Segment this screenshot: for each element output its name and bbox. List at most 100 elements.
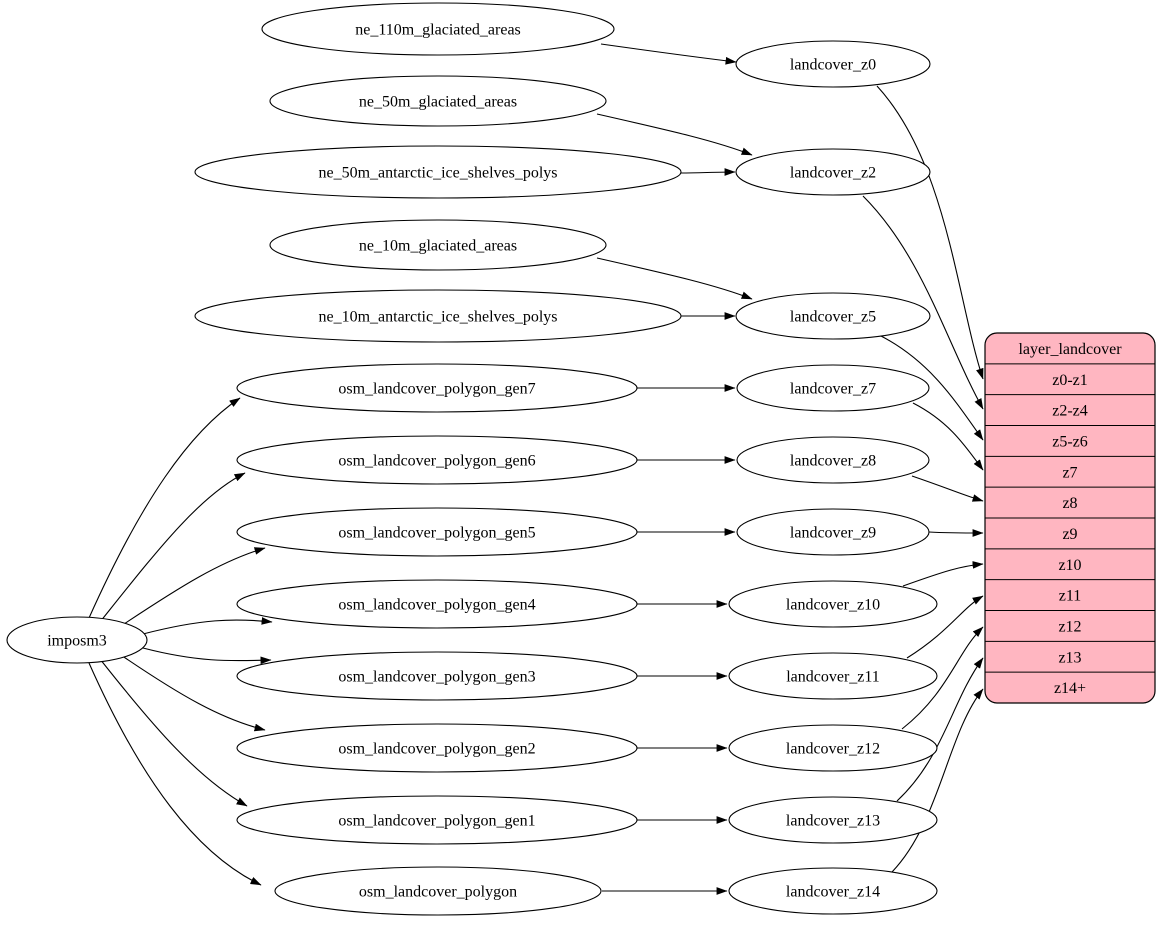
table-row-z12: z12 <box>1058 618 1081 635</box>
node-ellipse-landcover_z11 <box>728 652 938 700</box>
node-label-landcover_z12: landcover_z12 <box>786 741 880 758</box>
edge-imposm3-to-osm_landcover_polygon_gen3 <box>142 647 272 665</box>
node-label-osm_landcover_polygon: osm_landcover_polygon <box>359 884 517 901</box>
node-label-landcover_z8: landcover_z8 <box>790 453 876 470</box>
table-row-z9: z9 <box>1062 526 1077 543</box>
table-row-z7: z7 <box>1062 464 1077 481</box>
edge-landcover_z11-to-layer_landcover.z11 <box>906 595 984 659</box>
node-landcover_z10: landcover_z10 <box>728 580 938 628</box>
node-ne_110m_glaciated_areas: ne_110m_glaciated_areas <box>261 2 615 56</box>
node-osm_landcover_polygon_gen1: osm_landcover_polygon_gen1 <box>236 795 638 845</box>
edge-imposm3-to-osm_landcover_polygon_gen4 <box>142 617 273 635</box>
edge-imposm3-to-osm_landcover_polygon_gen5 <box>117 547 266 629</box>
node-landcover_z12: landcover_z12 <box>728 724 938 772</box>
node-label-osm_landcover_polygon_gen2: osm_landcover_polygon_gen2 <box>338 741 535 758</box>
node-label-ne_50m_glaciated_areas: ne_50m_glaciated_areas <box>359 94 517 111</box>
node-ellipse-osm_landcover_polygon_gen2 <box>236 723 638 773</box>
edge-ne_50m_glaciated_areas-to-landcover_z2 <box>596 113 753 156</box>
node-ellipse-osm_landcover_polygon_gen7 <box>236 363 638 413</box>
node-ellipse-landcover_z9 <box>736 508 930 556</box>
node-landcover_z14: landcover_z14 <box>728 867 938 915</box>
node-label-landcover_z13: landcover_z13 <box>786 813 880 830</box>
node-landcover_z13: landcover_z13 <box>728 796 938 844</box>
node-osm_landcover_polygon_gen4: osm_landcover_polygon_gen4 <box>236 579 638 629</box>
node-ellipse-ne_110m_glaciated_areas <box>261 2 615 56</box>
node-ellipse-landcover_z2 <box>735 148 931 196</box>
node-ellipse-osm_landcover_polygon <box>274 866 602 916</box>
table-row-z8: z8 <box>1062 495 1077 512</box>
table-row-z13: z13 <box>1058 649 1081 666</box>
edge-landcover_z7-to-layer_landcover.z7 <box>912 402 984 471</box>
edge-ne_10m_glaciated_areas-to-landcover_z5 <box>596 257 753 300</box>
edge-landcover_z0-to-layer_landcover.z0-z1 <box>876 85 984 380</box>
edge-imposm3-to-osm_landcover_polygon_gen2 <box>117 652 266 732</box>
node-osm_landcover_polygon_gen5: osm_landcover_polygon_gen5 <box>236 507 638 557</box>
node-label-landcover_z7: landcover_z7 <box>790 381 876 398</box>
edge-imposm3-to-osm_landcover_polygon_gen7 <box>88 397 241 619</box>
table-title: layer_landcover <box>1018 341 1122 358</box>
node-landcover_z9: landcover_z9 <box>736 508 930 556</box>
edge-landcover_z12-to-layer_landcover.z12 <box>901 626 984 730</box>
node-ellipse-ne_50m_antarctic_ice_shelves_polys <box>194 145 682 199</box>
nodes-layer: ne_110m_glaciated_areas landcover_z0 ne_50… <box>6 2 1156 916</box>
node-label-landcover_z9: landcover_z9 <box>790 525 876 542</box>
node-osm_landcover_polygon_gen6: osm_landcover_polygon_gen6 <box>236 435 638 485</box>
node-ellipse-landcover_z8 <box>736 436 930 484</box>
node-osm_landcover_polygon_gen7: osm_landcover_polygon_gen7 <box>236 363 638 413</box>
edge-landcover_z14-to-layer_landcover.z14+ <box>891 688 984 873</box>
node-imposm3: imposm3 <box>6 616 148 664</box>
table-row-z5-z6: z5-z6 <box>1052 433 1088 450</box>
node-ellipse-landcover_z7 <box>736 364 930 412</box>
node-label-osm_landcover_polygon_gen6: osm_landcover_polygon_gen6 <box>338 453 535 470</box>
node-landcover_z0: landcover_z0 <box>735 40 931 88</box>
node-landcover_z11: landcover_z11 <box>728 652 938 700</box>
table-layer_landcover: layer_landcoverz0-z1z2-z4z5-z6z7z8z9z10z… <box>984 332 1156 704</box>
node-ne_10m_antarctic_ice_shelves_polys: ne_10m_antarctic_ice_shelves_polys <box>194 289 682 343</box>
node-label-osm_landcover_polygon_gen7: osm_landcover_polygon_gen7 <box>338 381 535 398</box>
edge-landcover_z9-to-layer_landcover.z9 <box>928 529 984 537</box>
node-landcover_z2: landcover_z2 <box>735 148 931 196</box>
node-ellipse-ne_10m_glaciated_areas <box>269 219 607 271</box>
node-ellipse-imposm3 <box>6 616 148 664</box>
node-landcover_z8: landcover_z8 <box>736 436 930 484</box>
node-ellipse-ne_10m_antarctic_ice_shelves_polys <box>194 289 682 343</box>
table-row-z10: z10 <box>1058 557 1081 574</box>
table-row-z11: z11 <box>1059 588 1082 605</box>
node-label-landcover_z11: landcover_z11 <box>786 669 880 686</box>
node-label-osm_landcover_polygon_gen1: osm_landcover_polygon_gen1 <box>338 813 535 830</box>
edge-landcover_z10-to-layer_landcover.z10 <box>902 561 984 587</box>
node-label-landcover_z5: landcover_z5 <box>790 309 876 326</box>
table-row-z2-z4: z2-z4 <box>1052 403 1088 420</box>
node-label-landcover_z14: landcover_z14 <box>786 884 880 901</box>
edge-imposm3-to-osm_landcover_polygon <box>88 662 262 886</box>
node-label-imposm3: imposm3 <box>47 633 107 650</box>
node-label-landcover_z2: landcover_z2 <box>790 165 876 182</box>
edge-landcover_z13-to-layer_landcover.z13 <box>896 657 984 802</box>
node-label-osm_landcover_polygon_gen5: osm_landcover_polygon_gen5 <box>338 525 535 542</box>
node-label-ne_10m_glaciated_areas: ne_10m_glaciated_areas <box>359 238 517 255</box>
node-ellipse-osm_landcover_polygon_gen5 <box>236 507 638 557</box>
node-ne_10m_glaciated_areas: ne_10m_glaciated_areas <box>269 219 607 271</box>
node-ellipse-osm_landcover_polygon_gen6 <box>236 435 638 485</box>
node-ne_50m_antarctic_ice_shelves_polys: ne_50m_antarctic_ice_shelves_polys <box>194 145 682 199</box>
node-ellipse-ne_50m_glaciated_areas <box>269 75 607 127</box>
edge-imposm3-to-osm_landcover_polygon_gen1 <box>99 658 248 807</box>
node-ellipse-landcover_z12 <box>728 724 938 772</box>
node-osm_landcover_polygon_gen3: osm_landcover_polygon_gen3 <box>236 651 638 701</box>
node-landcover_z5: landcover_z5 <box>735 292 931 340</box>
node-label-ne_110m_glaciated_areas: ne_110m_glaciated_areas <box>355 22 521 39</box>
table-row-z14+: z14+ <box>1054 680 1086 697</box>
node-ellipse-landcover_z0 <box>735 40 931 88</box>
edge-imposm3-to-osm_landcover_polygon_gen6 <box>99 472 246 623</box>
node-ellipse-landcover_z13 <box>728 796 938 844</box>
node-label-landcover_z10: landcover_z10 <box>786 597 880 614</box>
edge-landcover_z5-to-layer_landcover.z5-z6 <box>880 335 984 441</box>
edge-ne_110m_glaciated_areas-to-landcover_z0 <box>600 43 737 65</box>
edge-landcover_z2-to-layer_landcover.z2-z4 <box>862 195 984 410</box>
node-ne_50m_glaciated_areas: ne_50m_glaciated_areas <box>269 75 607 127</box>
node-label-osm_landcover_polygon_gen4: osm_landcover_polygon_gen4 <box>338 597 535 614</box>
node-ellipse-landcover_z5 <box>735 292 931 340</box>
node-ellipse-landcover_z10 <box>728 580 938 628</box>
